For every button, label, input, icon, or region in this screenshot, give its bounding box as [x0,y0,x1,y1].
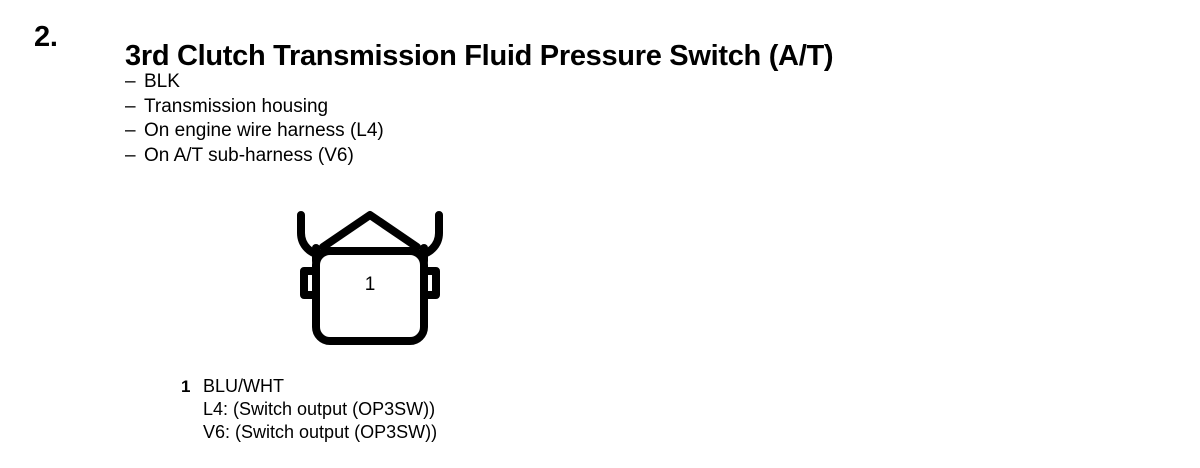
list-item-label: Transmission housing [144,95,329,117]
dash-bullet-icon: – [125,144,136,166]
section-number: 2. [34,21,58,53]
pin-legend: 1 BLU/WHT L4: (Switch output (OP3SW)) V6… [181,375,437,444]
dash-bullet-icon: – [125,120,136,141]
connector-pin-1-label: 1 [365,274,376,295]
list-item: – BLK [125,70,384,95]
list-item: – On A/T sub-harness (V6) [125,144,384,169]
legend-detail-v6: V6: (Switch output (OP3SW)) [203,422,438,442]
legend-detail-l4: L4: (Switch output (OP3SW)) [203,399,436,419]
list-item-label: On engine wire harness (L4) [144,120,384,141]
dash-bullet-icon: – [125,95,136,117]
connector-diagram: 1 [285,203,455,353]
list-item-label: BLK [144,71,180,92]
connector-peak-icon [319,211,421,251]
legend-row-pin-1: 1 BLU/WHT [181,375,437,398]
dash-bullet-icon: – [125,71,136,92]
legend-wire-color: BLU/WHT [203,376,284,396]
list-item: – Transmission housing [125,95,384,120]
connector-outline-icon: 1 [297,211,443,345]
page-title: 3rd Clutch Transmission Fluid Pressure S… [125,40,834,73]
connector-body-icon [312,247,428,345]
legend-pin-number: 1 [181,377,191,396]
legend-row-v6: V6: (Switch output (OP3SW)) [181,421,437,444]
list-item: – On engine wire harness (L4) [125,119,384,144]
legend-row-l4: L4: (Switch output (OP3SW)) [181,398,437,421]
specification-list: – BLK – Transmission housing – On engine… [125,70,384,168]
list-item-label: On A/T sub-harness (V6) [144,144,354,166]
